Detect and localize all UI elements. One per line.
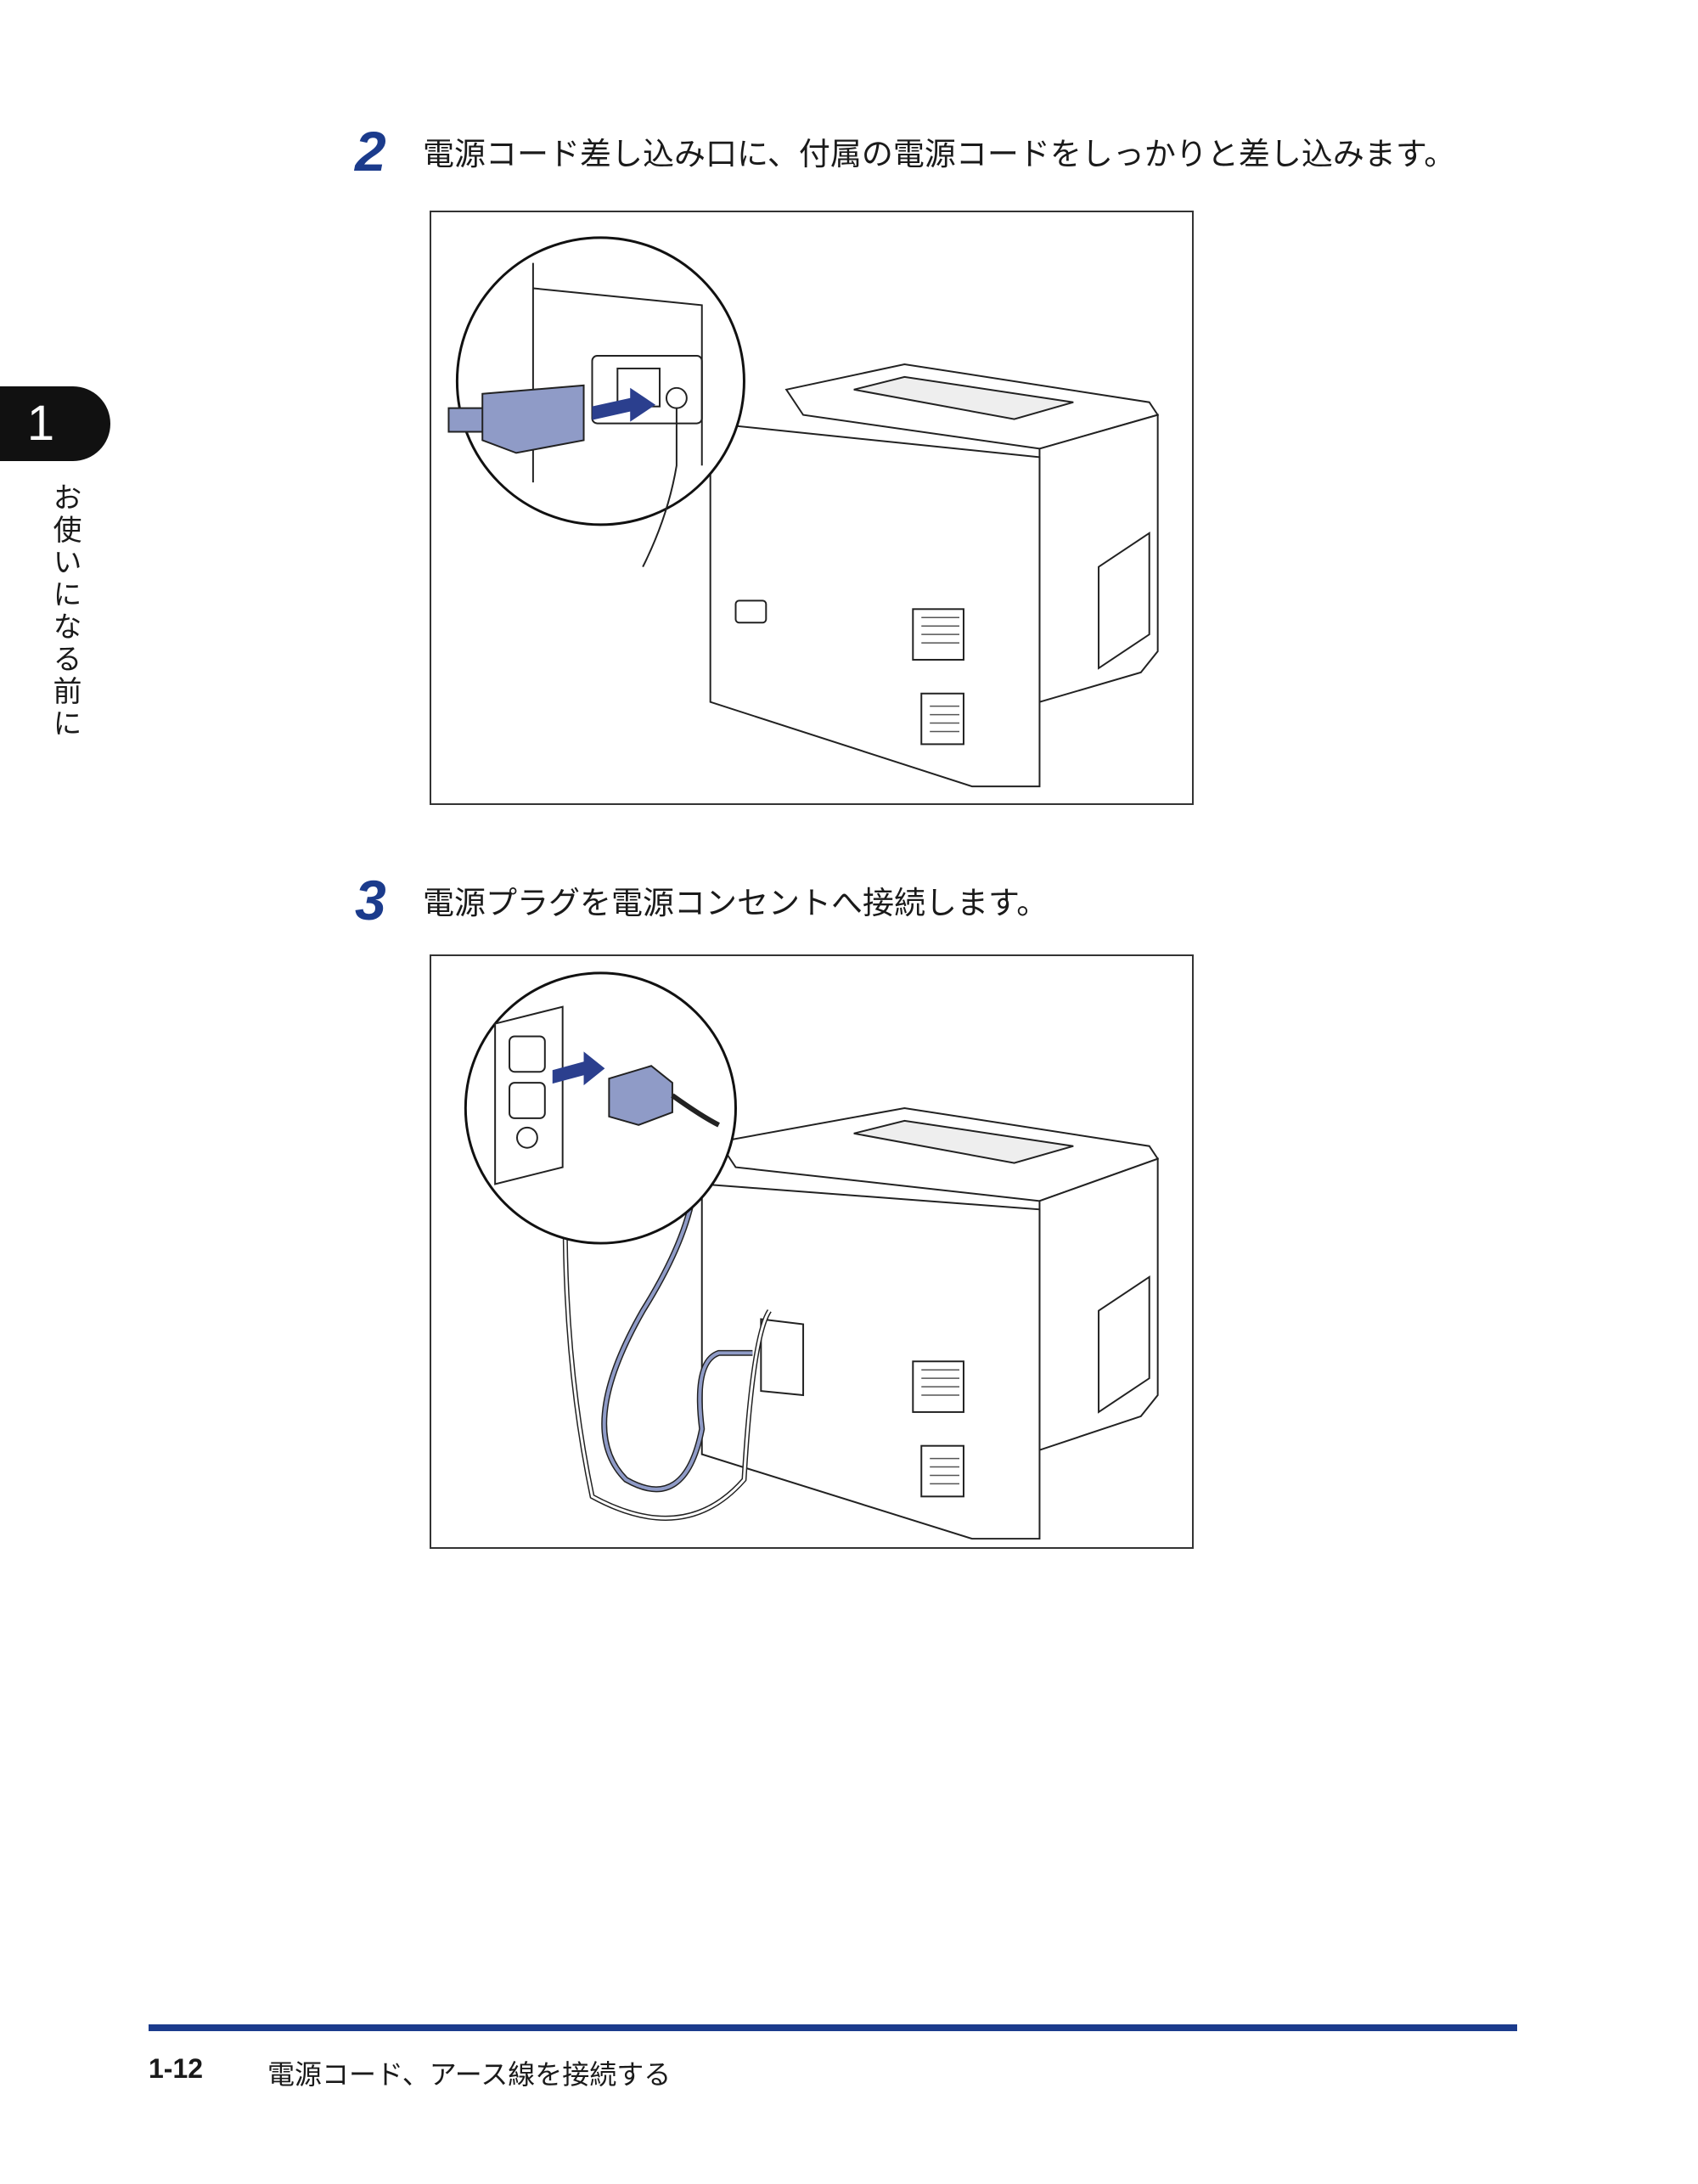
chapter-number: 1: [26, 396, 55, 451]
chapter-title: お使いになる前に: [48, 482, 82, 740]
footer-rule: [149, 2024, 1517, 2031]
step-2: 2 電源コード差し込み口に、付属の電源コードをしっかりと差し込みます。: [355, 119, 1455, 183]
section-title: 電源コード、アース線を接続する: [267, 2058, 672, 2091]
figure-wall-outlet: [430, 954, 1194, 1549]
page-number: 1-12: [149, 2053, 204, 2084]
printer-rear-illustration: [447, 236, 1160, 788]
step-number: 2: [355, 120, 386, 183]
step-text: 電源プラグを電源コンセントへ接続します。: [423, 885, 1049, 921]
step-3: 3 電源プラグを電源コンセントへ接続します。: [355, 868, 1048, 932]
printer-outlet-illustration: [464, 971, 1160, 1540]
chapter-tab: 1: [0, 386, 110, 461]
step-text: 電源コード差し込み口に、付属の電源コードをしっかりと差し込みます。: [423, 136, 1456, 172]
step-number: 3: [355, 869, 386, 932]
figure-power-cord-inlet: [430, 211, 1194, 805]
